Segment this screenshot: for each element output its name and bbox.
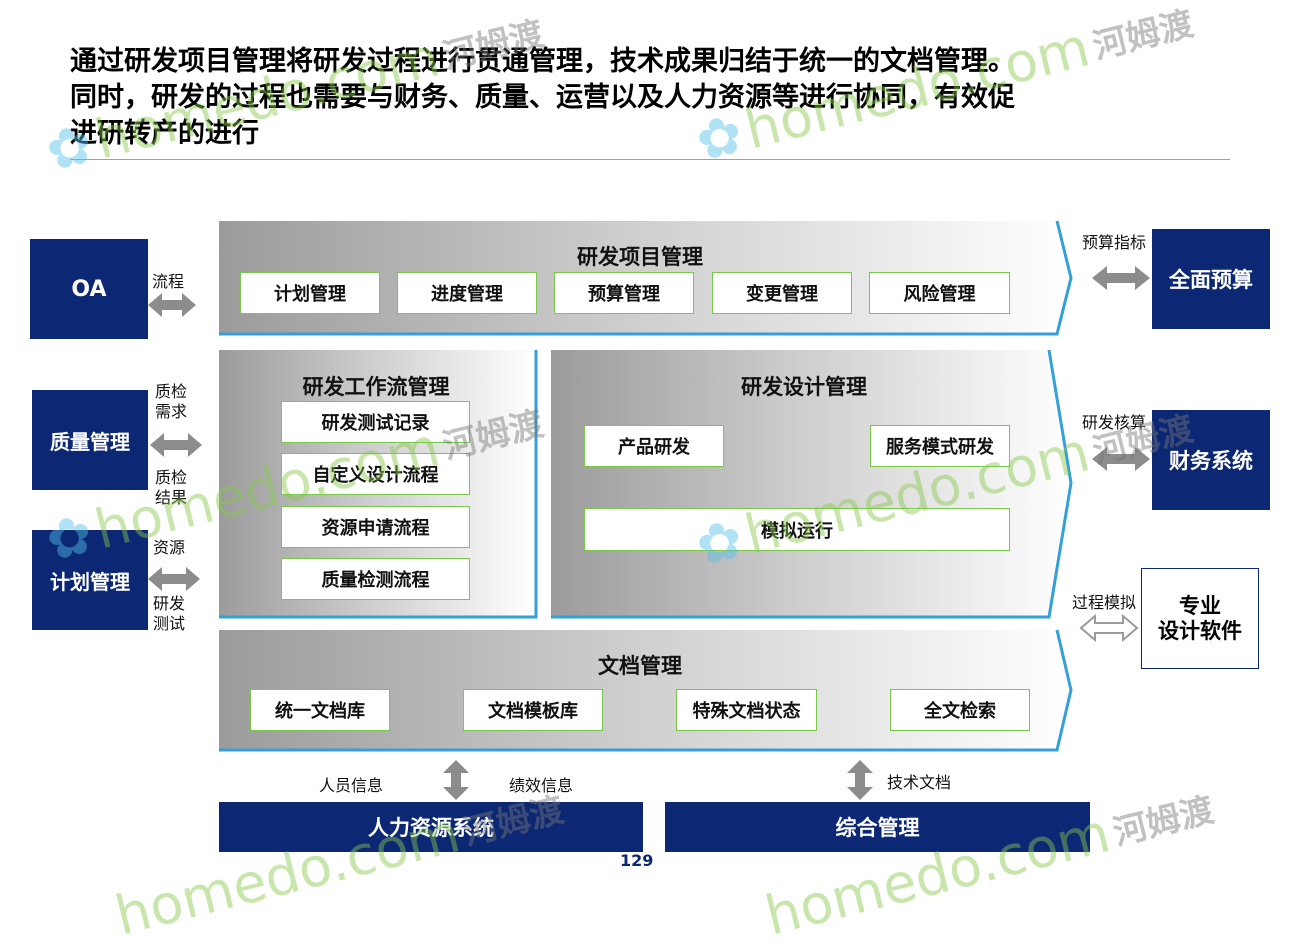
design-item-simulation: 模拟运行 <box>584 508 1010 551</box>
label-quality-demand: 质检 需求 <box>155 382 188 421</box>
label-performance-info: 绩效信息 <box>509 776 574 795</box>
label-process-sim: 过程模拟 <box>1072 593 1137 612</box>
page-title: 通过研发项目管理将研发过程进行贯通管理，技术成果归结于统一的文档管理。同时，研发… <box>70 46 1015 149</box>
label-rd-test: 研发 测试 <box>153 594 186 633</box>
workflow-item-custom-flow: 自定义设计流程 <box>281 453 470 495</box>
oa-system-box: OA <box>30 239 148 339</box>
budget-arrow <box>1092 266 1150 290</box>
hr-arrow <box>443 760 469 800</box>
label-quality-result: 质检 结果 <box>155 468 188 507</box>
oa-arrow <box>148 293 196 317</box>
plan-arrow <box>148 567 200 591</box>
project-item-risk: 风险管理 <box>869 272 1010 314</box>
doc-item-fulltext-search: 全文检索 <box>890 689 1030 731</box>
workflow-mgmt-title: 研发工作流管理 <box>302 375 450 399</box>
hr-system-bar: 人力资源系统 <box>219 802 643 852</box>
project-item-progress: 进度管理 <box>397 272 537 314</box>
workflow-item-resource-request: 资源申请流程 <box>281 506 470 548</box>
design-item-service-model: 服务模式研发 <box>870 425 1010 467</box>
workflow-item-quality-check: 质量检测流程 <box>281 558 470 600</box>
doc-mgmt-title: 文档管理 <box>598 654 682 678</box>
project-item-budget: 预算管理 <box>554 272 694 314</box>
design-mgmt-title: 研发设计管理 <box>741 375 867 399</box>
budget-system-box: 全面预算 <box>1152 229 1270 329</box>
finance-arrow <box>1092 447 1150 471</box>
project-item-change: 变更管理 <box>712 272 852 314</box>
design-software-box: 专业 设计软件 <box>1141 568 1259 669</box>
doc-item-template-lib: 文档模板库 <box>463 689 603 731</box>
title-divider <box>70 159 1230 160</box>
label-personnel-info: 人员信息 <box>319 776 384 795</box>
general-arrow <box>847 760 873 800</box>
general-mgmt-bar: 综合管理 <box>665 802 1090 852</box>
design-software-arrow <box>1079 613 1139 643</box>
label-rd-accounting: 研发核算 <box>1082 413 1147 432</box>
doc-item-special-status: 特殊文档状态 <box>676 689 817 731</box>
page-number: 129 <box>620 851 654 870</box>
label-tech-docs: 技术文档 <box>887 773 952 792</box>
doc-mgmt-panel <box>219 630 1071 750</box>
doc-item-unified-lib: 统一文档库 <box>250 689 390 731</box>
quality-system-box: 质量管理 <box>32 390 148 490</box>
project-item-plan: 计划管理 <box>240 272 380 314</box>
workflow-item-test-record: 研发测试记录 <box>281 401 470 443</box>
design-item-product: 产品研发 <box>584 425 724 467</box>
label-budget-index: 预算指标 <box>1082 233 1147 252</box>
label-flow: 流程 <box>152 272 185 291</box>
finance-system-box: 财务系统 <box>1152 410 1270 510</box>
label-resource: 资源 <box>153 538 186 557</box>
project-mgmt-title: 研发项目管理 <box>577 245 703 269</box>
plan-system-box: 计划管理 <box>32 530 148 630</box>
quality-arrow <box>150 433 202 457</box>
